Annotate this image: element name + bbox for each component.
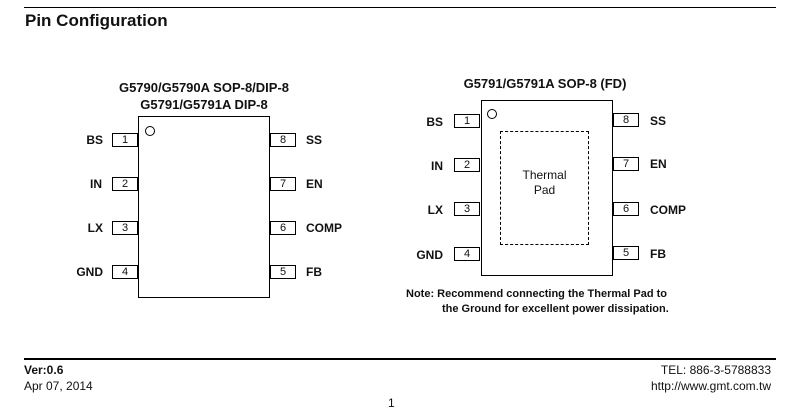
pin-label-en: EN (650, 157, 667, 171)
pin-label-lx: LX (87, 221, 103, 235)
pin-label-bs: BS (426, 115, 443, 129)
left-ic-body (138, 116, 270, 298)
pin-number-8: 8 (270, 133, 296, 147)
footer-url[interactable]: http://www.gmt.com.tw (650, 379, 771, 393)
pin-number-4: 4 (454, 247, 480, 261)
pin-label-gnd: GND (416, 248, 443, 262)
pin-number-6: 6 (270, 221, 296, 235)
pin-label-ss: SS (650, 114, 667, 128)
top-rule (24, 7, 776, 8)
pin-label-fb: FB (306, 265, 322, 279)
left-diagram-title-line2: G5791/G5791A DIP-8 (140, 97, 268, 112)
pin-label-in: IN (431, 159, 443, 173)
pin-number-4: 4 (112, 265, 138, 279)
pin-number-6: 6 (613, 202, 639, 216)
pin-number-5: 5 (613, 246, 639, 260)
note-line1: Note: Recommend connecting the Thermal P… (406, 288, 667, 300)
pin-label-bs: BS (86, 133, 103, 147)
footer-version: Ver:0.6 (24, 363, 64, 377)
right-diagram-title: G5791/G5791A SOP-8 (FD) (463, 76, 627, 91)
pin-number-7: 7 (270, 177, 296, 191)
footer-date: Apr 07, 2014 (24, 379, 93, 393)
note-line2: the Ground for excellent power dissipati… (442, 303, 669, 315)
pin1-indicator-icon (487, 109, 497, 119)
pin-label-en: EN (306, 177, 323, 191)
pin-label-comp: COMP (306, 221, 342, 235)
pin-number-3: 3 (112, 221, 138, 235)
pin-label-ss: SS (306, 133, 323, 147)
pin-number-2: 2 (454, 158, 480, 172)
thermal-pad-label-line2: Pad (533, 183, 556, 197)
footer-rule (24, 358, 776, 360)
pin-label-fb: FB (650, 247, 666, 261)
pin-number-5: 5 (270, 265, 296, 279)
page-number: 1 (388, 396, 395, 410)
pin-label-lx: LX (427, 203, 443, 217)
thermal-pad-label-line1: Thermal (522, 168, 567, 182)
pin-label-comp: COMP (650, 203, 686, 217)
pin-number-1: 1 (454, 114, 480, 128)
pin-label-in: IN (90, 177, 102, 191)
pin-number-1: 1 (112, 133, 138, 147)
thermal-pad: Thermal Pad (500, 131, 589, 245)
footer-tel: TEL: 886-3-5788833 (660, 363, 771, 377)
pin-label-gnd: GND (76, 265, 103, 279)
right-ic-body (481, 100, 613, 276)
pin-number-7: 7 (613, 157, 639, 171)
left-diagram-title-line1: G5790/G5790A SOP-8/DIP-8 (118, 80, 290, 95)
pin-number-3: 3 (454, 202, 480, 216)
pin-number-2: 2 (112, 177, 138, 191)
pin1-indicator-icon (145, 126, 155, 136)
pin-number-8: 8 (613, 113, 639, 127)
section-title: Pin Configuration (25, 11, 168, 30)
